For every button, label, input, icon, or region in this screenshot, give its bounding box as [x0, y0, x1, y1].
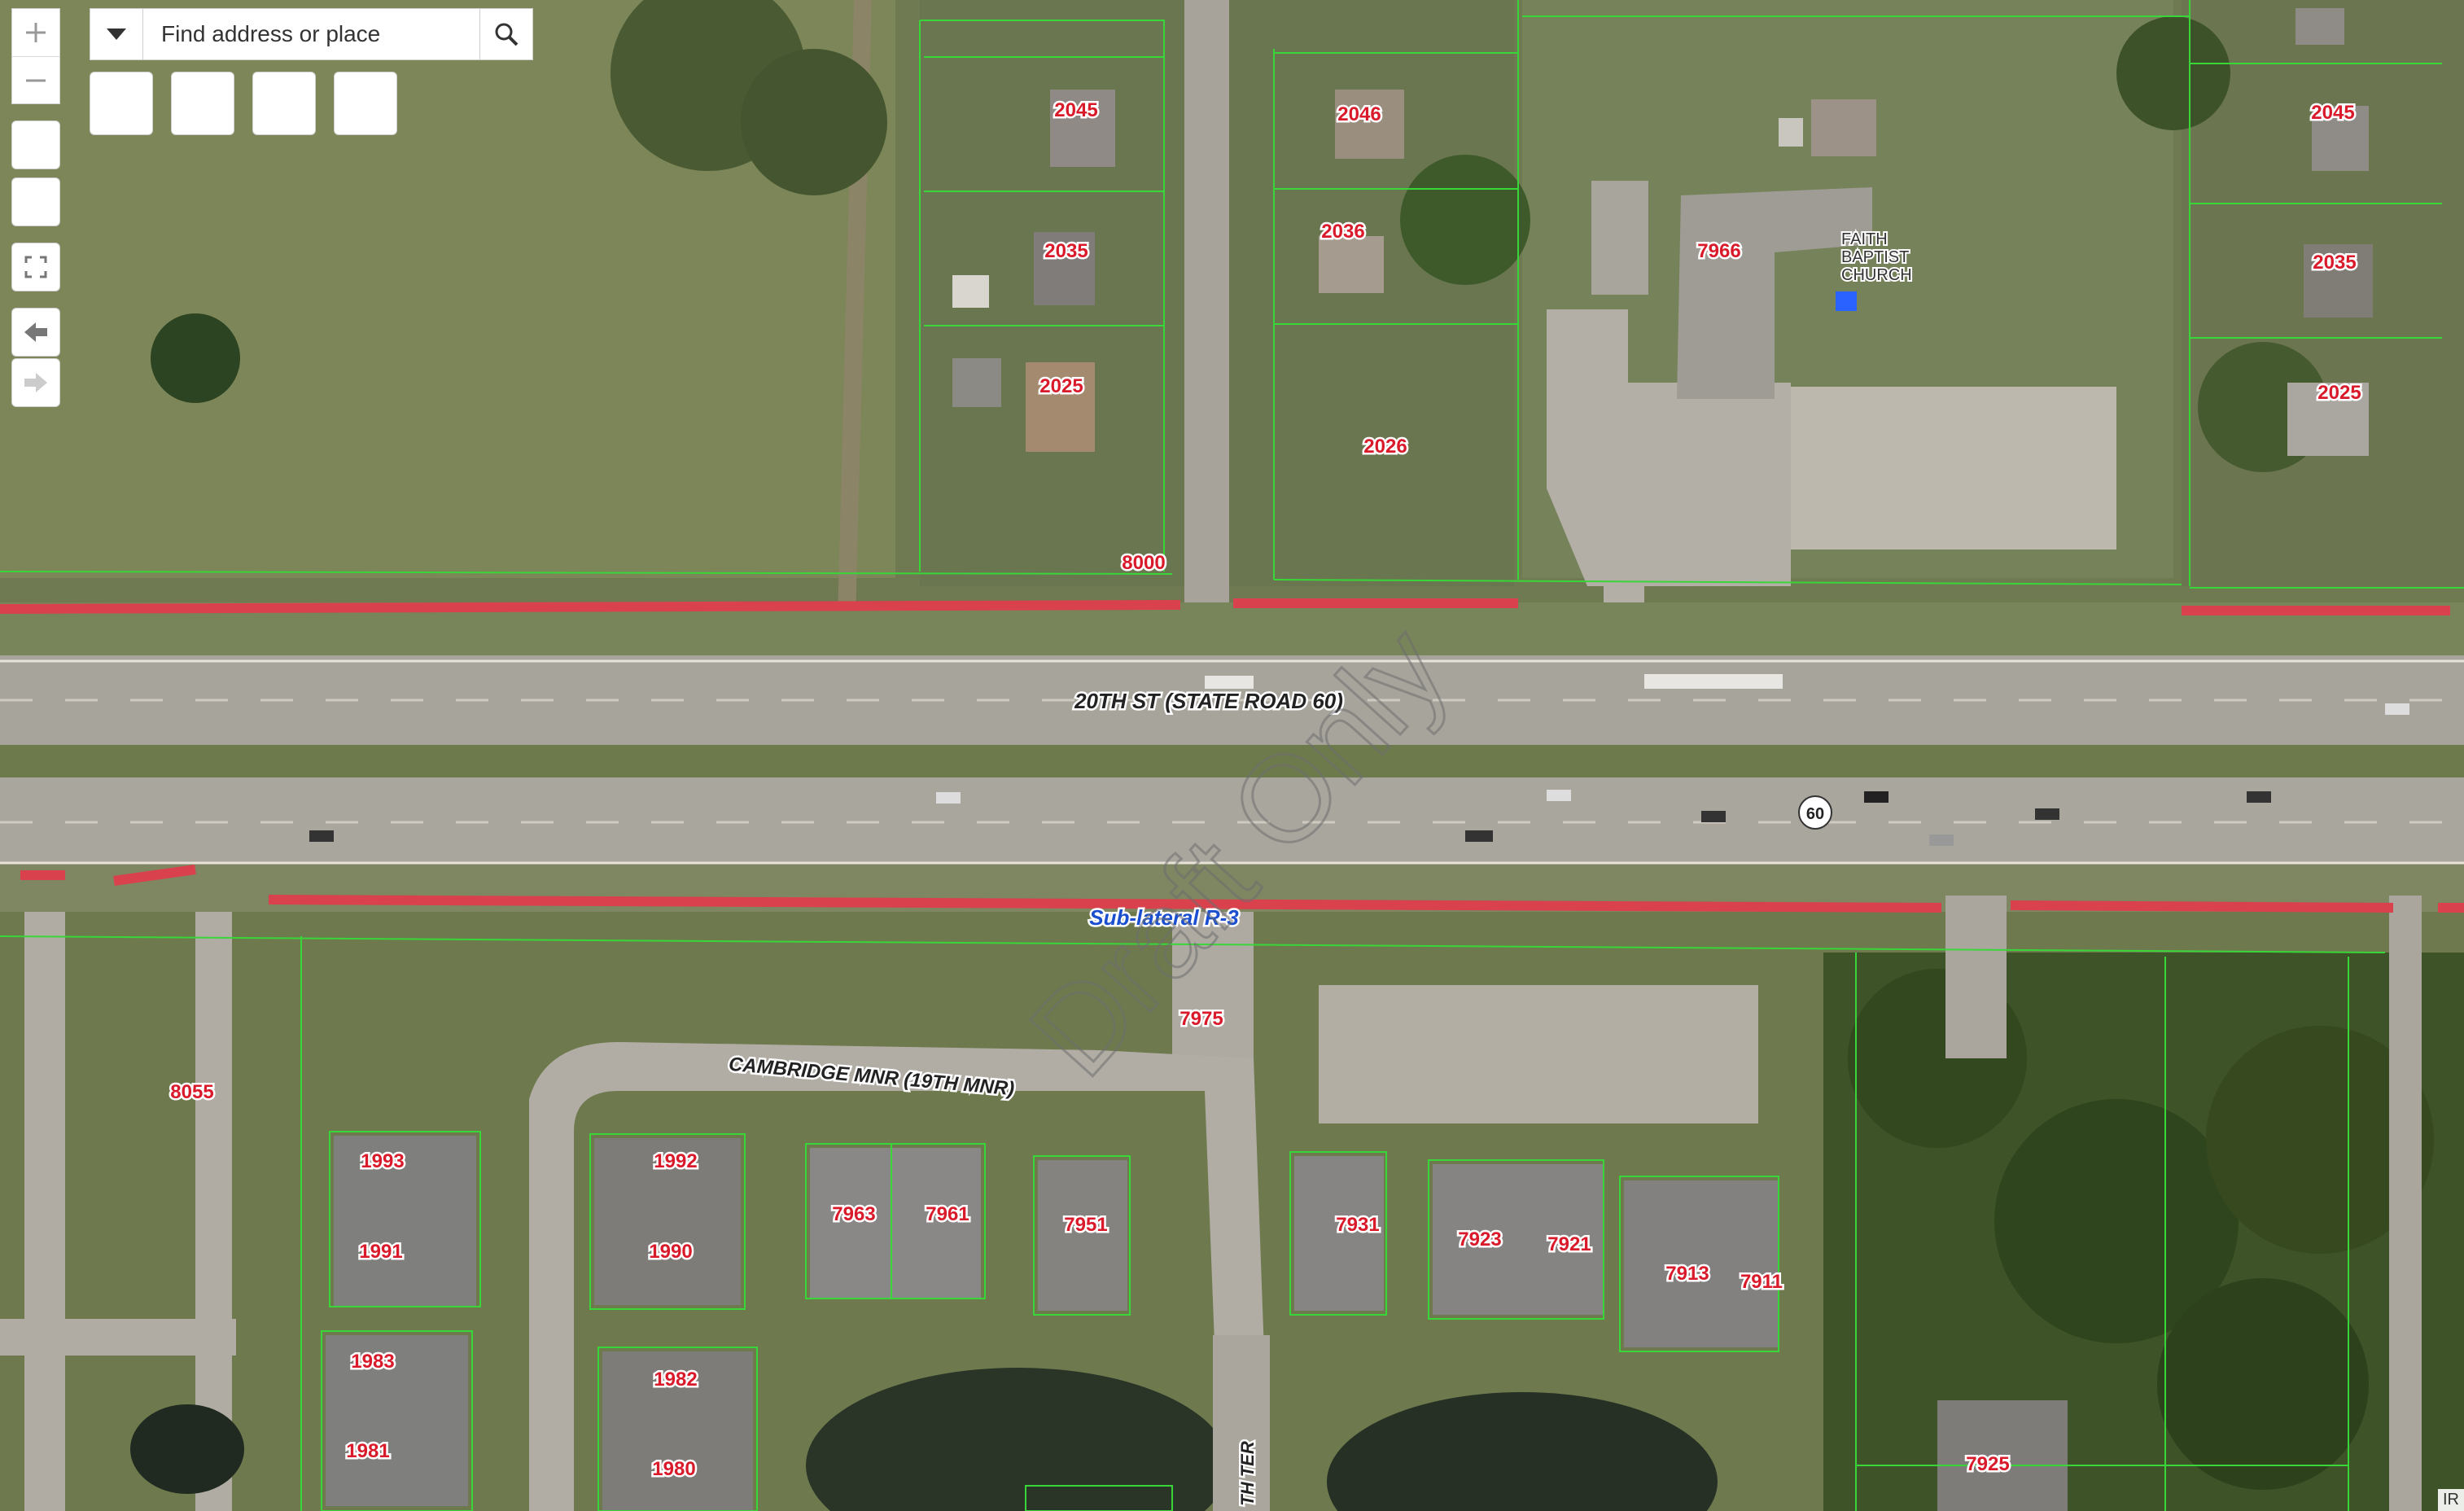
parcel-label[interactable]: 8055 — [168, 1080, 216, 1106]
parcel-label[interactable]: 7963 — [830, 1202, 877, 1228]
parcel-label[interactable]: 1980 — [650, 1456, 698, 1483]
road-label-20th-st: 20TH ST (STATE ROAD 60) — [1074, 689, 1343, 713]
parcel-label[interactable]: 1991 — [357, 1239, 405, 1265]
arrow-right-icon — [24, 373, 47, 392]
road-label-terrace: TH TER — [1237, 1441, 1258, 1506]
toolbar-button-3[interactable] — [252, 72, 316, 135]
parcel-label[interactable]: 2026 — [1362, 434, 1409, 460]
previous-extent-button[interactable] — [11, 308, 60, 357]
parcel-label[interactable]: 7913 — [1664, 1261, 1711, 1287]
parcel-label[interactable]: 2045 — [2309, 100, 2357, 126]
full-extent-button[interactable] — [11, 243, 60, 291]
parcel-label[interactable]: 7923 — [1456, 1227, 1503, 1253]
toolbar-button-4[interactable] — [334, 72, 397, 135]
church-marker-icon — [1836, 291, 1857, 311]
zoom-divider — [12, 56, 59, 57]
parcel-label[interactable]: 2025 — [1038, 374, 1085, 400]
parcel-label[interactable]: 1983 — [349, 1349, 396, 1375]
parcel-label[interactable]: 8000 — [1120, 550, 1167, 576]
svg-text:BAPTIST: BAPTIST — [1841, 248, 1909, 266]
toolbar-button-2[interactable] — [171, 72, 234, 135]
search-bar — [90, 8, 533, 60]
parcel-label[interactable]: 7911 — [1738, 1269, 1784, 1295]
parcel-label[interactable]: 7975 — [1178, 1006, 1225, 1032]
map-tool-button-1[interactable] — [11, 120, 60, 169]
zoom-in-button[interactable] — [12, 9, 59, 56]
parcel-label[interactable]: 1981 — [344, 1439, 392, 1465]
search-button[interactable] — [479, 9, 532, 59]
parcel-label[interactable]: 2025 — [2316, 380, 2363, 406]
parcel-label[interactable]: 7925 — [1964, 1452, 2011, 1478]
svg-text:60: 60 — [1806, 805, 1824, 823]
road-label-lateral: Sub-lateral R-3 — [1089, 905, 1239, 930]
parcel-label[interactable]: 7966 — [1696, 239, 1743, 265]
parcel-label[interactable]: 7961 — [924, 1202, 971, 1228]
fullscreen-icon — [24, 256, 47, 278]
parcel-label[interactable]: 7931 — [1334, 1212, 1381, 1238]
search-icon — [495, 23, 519, 46]
parcel-label[interactable]: 2046 — [1336, 102, 1383, 128]
map-tool-button-2[interactable] — [11, 177, 60, 226]
toolbar-button-1[interactable] — [90, 72, 153, 135]
search-input[interactable] — [143, 9, 479, 59]
arrow-left-icon — [24, 322, 47, 342]
plus-icon — [26, 23, 46, 42]
minus-icon — [26, 79, 46, 82]
parcel-label[interactable]: 2045 — [1053, 98, 1100, 124]
parcel-label[interactable]: 2035 — [1043, 239, 1090, 265]
parcel-label[interactable]: 1993 — [359, 1149, 406, 1175]
attribution: IR — [2438, 1489, 2464, 1511]
parcel-label[interactable]: 2035 — [2311, 250, 2358, 276]
svg-text:FAITH: FAITH — [1841, 230, 1888, 248]
search-dropdown-button[interactable] — [90, 9, 143, 59]
parcel-label[interactable]: 1982 — [652, 1367, 699, 1393]
parcel-label[interactable]: 1990 — [647, 1239, 694, 1265]
zoom-out-button[interactable] — [12, 57, 59, 104]
parcel-label[interactable]: 7951 — [1062, 1212, 1109, 1238]
svg-text:CHURCH: CHURCH — [1841, 266, 1912, 284]
route-shield: 60 — [1798, 795, 1832, 830]
parcel-label[interactable]: 7921 — [1546, 1232, 1593, 1258]
church-label: FAITH BAPTIST CHURCH — [1840, 229, 1914, 286]
zoom-control — [11, 8, 60, 104]
caret-down-icon — [107, 28, 126, 40]
next-extent-button[interactable] — [11, 358, 60, 407]
parcel-label[interactable]: 1992 — [652, 1149, 699, 1175]
parcel-label[interactable]: 2036 — [1320, 219, 1367, 245]
